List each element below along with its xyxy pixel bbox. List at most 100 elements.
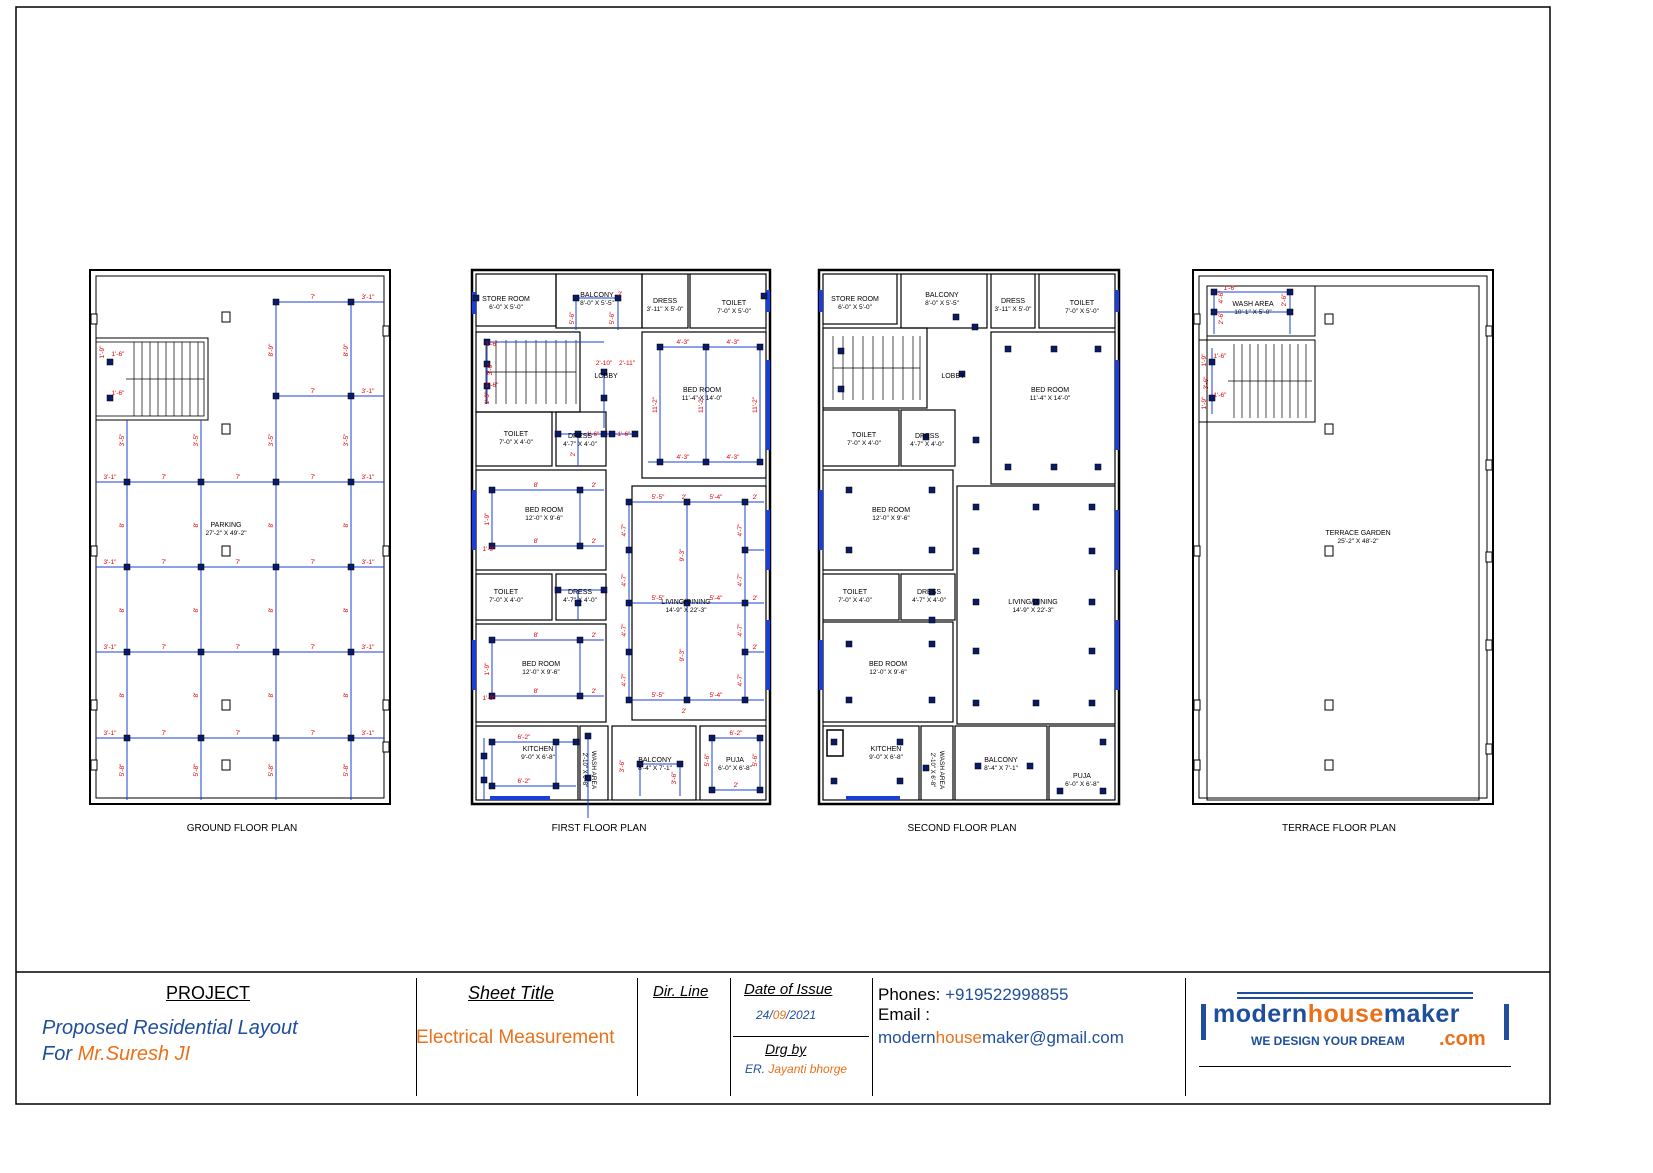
electrical-point-marker: [347, 648, 355, 656]
measurement-label: 2': [592, 632, 597, 639]
electrical-point-marker: [656, 458, 664, 466]
electrical-point-marker: [488, 692, 496, 700]
measurement-label: 5'-6": [609, 311, 616, 325]
electrical-point-marker: [928, 696, 936, 704]
electrical-point-marker: [1032, 699, 1040, 707]
electrical-point-marker: [1088, 699, 1096, 707]
electrical-point-marker: [922, 433, 930, 441]
measurement-label: 8': [119, 693, 126, 698]
measurement-label: 3'-5": [193, 433, 200, 447]
room-name-label: KITCHEN: [871, 746, 902, 753]
plan-title: GROUND FLOOR PLAN: [187, 823, 298, 834]
measurement-label: 4'-3": [677, 339, 691, 346]
date-value: 24/09/2021: [756, 1008, 816, 1022]
first-floor-plan: [470, 268, 772, 806]
electrical-point-marker: [488, 738, 496, 746]
measurement-label: 7': [236, 730, 241, 737]
measurement-label: 5'-5": [652, 494, 666, 501]
electrical-point-marker: [928, 546, 936, 554]
electrical-point-marker: [1088, 647, 1096, 655]
room-dimension-label: 7'-0" X 5'-0": [1065, 308, 1100, 315]
plan-title: FIRST FLOOR PLAN: [552, 823, 647, 834]
room-dimension-label: 7'-0" X 4'-0": [489, 597, 524, 604]
room-name-label: STORE ROOM: [831, 296, 879, 303]
measurement-label: 3'-1": [104, 730, 118, 737]
electrical-point-marker: [272, 392, 280, 400]
measurement-label: 8': [268, 693, 275, 698]
electrical-point-marker: [1050, 345, 1058, 353]
measurement-label: 3'-6": [619, 759, 626, 773]
measurement-label: 7': [311, 388, 316, 395]
electrical-point-marker: [1210, 288, 1218, 296]
room-name-label: PUJA: [726, 757, 744, 764]
terrace-floor-plan: [1192, 269, 1494, 805]
measurement-label: 1'-6": [1214, 392, 1228, 399]
room-name-label: BED ROOM: [683, 387, 721, 394]
measurement-label: 6'-2": [730, 730, 744, 737]
electrical-point-marker: [631, 430, 639, 438]
ground-columns: [90, 311, 390, 771]
sheet-border: [15, 6, 1551, 1105]
electrical-point-marker: [1088, 503, 1096, 511]
electrical-point-marker: [928, 616, 936, 624]
measurement-label: 5'-4": [710, 494, 724, 501]
electrical-point-marker: [480, 776, 488, 784]
electrical-point-marker: [741, 498, 749, 506]
room-dimension-label: 3'-11" X 5'-0": [647, 306, 685, 313]
measurement-label: 4'-7": [737, 573, 744, 587]
measurement-label: 7': [236, 644, 241, 651]
electrical-point-marker: [1099, 787, 1107, 795]
electrical-point-marker: [347, 392, 355, 400]
room-dimension-label: 6'-0" X 6'-8": [1065, 781, 1100, 788]
email-part-c: maker: [981, 1028, 1030, 1047]
room-dimension-label: 14'-9" X 22'-3": [665, 607, 707, 614]
electrical-point-marker: [584, 732, 592, 740]
electrical-point-marker: [554, 430, 562, 438]
room-name-label: TOILET: [722, 300, 747, 307]
electrical-point-marker: [676, 760, 684, 768]
electrical-point-marker: [928, 486, 936, 494]
room-name-label: LIVING/DINING: [1008, 599, 1057, 606]
electrical-point-marker: [972, 503, 980, 511]
plan-title: TERRACE FLOOR PLAN: [1282, 823, 1396, 834]
measurement-label: 2': [592, 482, 597, 489]
measurement-label: 2': [753, 494, 758, 501]
logo-bar-right: [1504, 1004, 1509, 1040]
electrical-point-marker: [197, 734, 205, 742]
sheet-title-value: Electrical Measurement: [416, 1027, 615, 1048]
electrical-point-marker: [347, 563, 355, 571]
electrical-point-marker: [1004, 463, 1012, 471]
measurement-label: 5'-6": [752, 753, 759, 767]
room-name-label: LOBBY: [941, 373, 965, 380]
email-label: Email :: [878, 1005, 930, 1024]
electrical-point-marker: [123, 734, 131, 742]
measurement-label: 3'-6": [1203, 376, 1210, 390]
measurement-label: 2'-11": [619, 360, 636, 367]
measurement-label: 3'-6": [671, 771, 678, 785]
measurement-label: 7': [236, 474, 241, 481]
measurement-label: 11'-2": [652, 396, 659, 413]
measurement-label: 8': [193, 693, 200, 698]
room-dimension-label: 11'-4" X 14'-0": [682, 395, 723, 402]
electrical-point-marker: [928, 640, 936, 648]
email-value[interactable]: modernhousemaker@gmail.com: [878, 1028, 1124, 1048]
measurement-label: 7': [311, 730, 316, 737]
electrical-point-marker: [625, 648, 633, 656]
phones-value[interactable]: +919522998855: [945, 985, 1069, 1004]
measurement-label: 1'-6": [1214, 353, 1228, 360]
room-name-label: LOBBY: [594, 373, 618, 380]
electrical-point-marker: [123, 563, 131, 571]
electrical-point-marker: [106, 394, 114, 402]
date-year: /2021: [786, 1008, 817, 1022]
room-name-label: KITCHEN: [523, 746, 554, 753]
electrical-point-marker: [483, 360, 491, 368]
measurement-label: 3'-1": [362, 644, 376, 651]
measurement-label: 3'-1": [362, 559, 376, 566]
logo-tagline: WE DESIGN YOUR DREAM: [1251, 1034, 1405, 1048]
electrical-point-marker: [756, 734, 764, 742]
electrical-point-marker: [572, 738, 580, 746]
measurement-label: 5'-5": [652, 692, 666, 699]
room-dimension-label: 12'-0" X 9'-6": [872, 515, 910, 522]
room-name-label: BED ROOM: [1031, 387, 1069, 394]
electrical-point-marker: [1056, 787, 1064, 795]
